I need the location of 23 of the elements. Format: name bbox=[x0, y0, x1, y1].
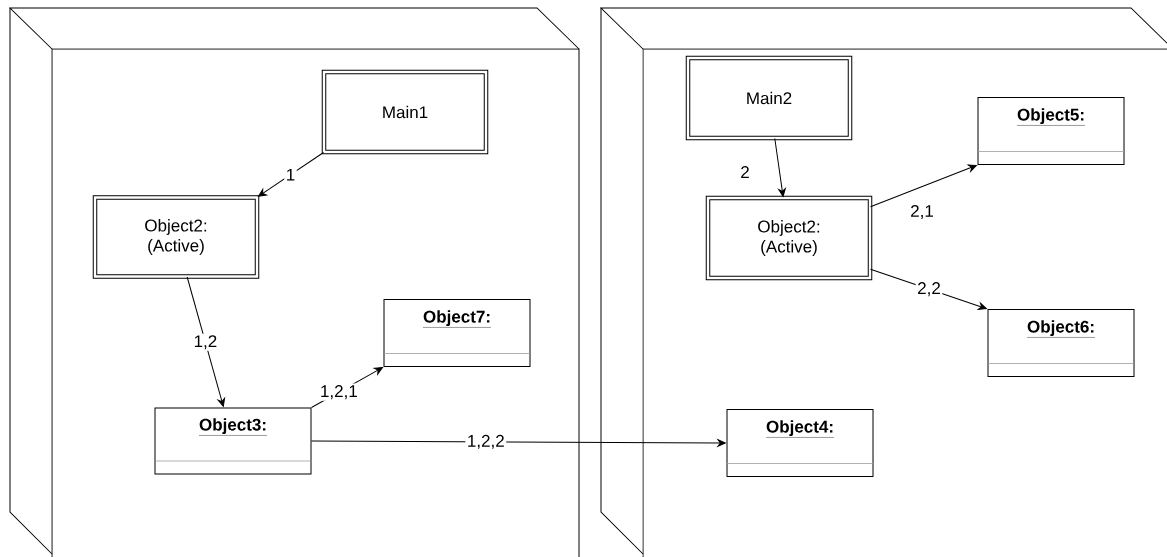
object-box: Object2: (Active) bbox=[92, 195, 260, 279]
edge-label: 1 bbox=[284, 167, 297, 183]
arrow bbox=[258, 152, 324, 197]
arrow bbox=[186, 276, 226, 407]
object-box: Object6: bbox=[987, 309, 1135, 377]
arrow bbox=[311, 439, 726, 447]
object-box: Main2 bbox=[685, 55, 853, 141]
arrow bbox=[774, 138, 786, 197]
edge-label: 1,2 bbox=[192, 333, 219, 351]
object-box: Object5: bbox=[977, 97, 1125, 165]
deployment-node bbox=[9, 7, 580, 557]
object-box: Object2: (Active) bbox=[705, 195, 873, 281]
object-box: Object4: bbox=[726, 409, 874, 477]
object-box: Object7: bbox=[383, 299, 531, 367]
deployment-node bbox=[600, 7, 1167, 557]
edge-label: 2 bbox=[741, 166, 749, 178]
edge-label: 1,2,1 bbox=[318, 383, 360, 401]
object-box: Main1 bbox=[321, 69, 489, 155]
edge-label: 2,2 bbox=[915, 280, 943, 298]
object-box: Object3: bbox=[154, 407, 312, 475]
edge-label: 1,2,2 bbox=[465, 433, 507, 451]
edge-label: 2,1 bbox=[911, 205, 933, 220]
arrow bbox=[870, 164, 977, 208]
